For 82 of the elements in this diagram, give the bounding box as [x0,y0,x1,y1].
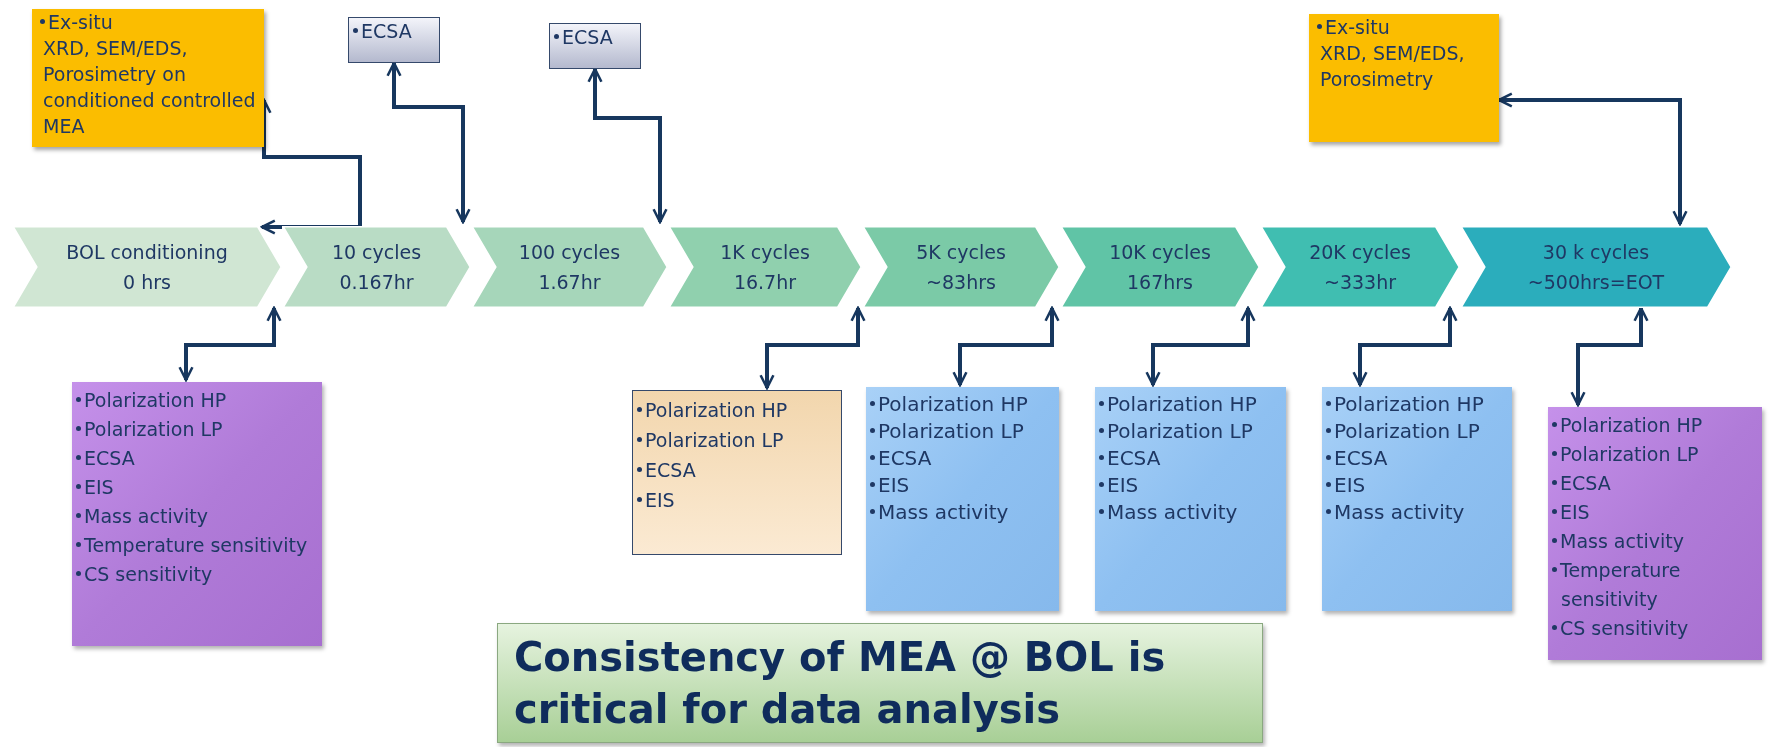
list-item: Mass activity [1099,499,1282,526]
list-item: EIS [1552,498,1758,527]
list-item: Mass activity [1326,499,1508,526]
list-item: ECSA [1099,445,1282,472]
list-item: Polarization HP [1326,391,1508,418]
list-item: Polarization LP [870,418,1055,445]
analysis-box [32,9,264,147]
list-item: EIS [1326,472,1508,499]
list-item: ECSA [353,18,435,44]
measurement-box [549,23,641,69]
stage-label: 0.167hr [339,270,414,295]
list-item: ECSA [554,24,636,50]
measurement-box [866,387,1059,611]
list-item: Polarization LP [1552,440,1758,469]
connector-arrow [1145,306,1256,387]
list-item: CS sensitivity [1552,614,1758,643]
stage-label: 10 cycles [331,240,422,265]
list-item: XRD, SEM/EDS, Porosimetry on conditioned controlled MEA [42,36,256,139]
list-item: ECSA [1326,445,1508,472]
stage-label: ~500hrs=EOT [1527,270,1665,295]
list-item: EIS [1099,472,1282,499]
list-item: Polarization HP [1099,391,1282,418]
timeline-stage [471,226,668,308]
stage-label: ~83hrs [926,270,996,295]
connector-arrow [178,306,282,382]
list-item: EIS [637,485,837,515]
stage-label: 10K cycles [1109,240,1211,265]
list-item: ECSA [870,445,1055,472]
stage-label: 100 cycles [518,240,621,265]
stage-label: BOL conditioning [66,240,228,265]
stage-label: 1.67hr [538,270,601,295]
measurement-box [72,382,322,646]
list-item: Polarization LP [1099,418,1282,445]
timeline-stage [1060,226,1260,308]
connector-arrow [759,306,866,390]
list-item: Ex-situ [1317,14,1491,40]
stage-label: 1K cycles [720,240,810,265]
list-item: CS sensitivity [76,560,318,589]
list-item: Polarization HP [870,391,1055,418]
connector-arrow [386,61,471,224]
list-item: XRD, SEM/EDS, Porosimetry [1319,41,1466,92]
list-item: ECSA [76,444,318,473]
stage-label: 30 k cycles [1542,240,1650,265]
list-item: Polarization HP [76,386,318,415]
measurement-box [1095,387,1286,611]
list-item: Mass activity [1552,527,1758,556]
note-text: Consistency of MEA @ BOL is critical for data analysis [514,633,1167,734]
analysis-box [1309,14,1499,142]
stage-label: 16.7hr [733,270,797,295]
list-item: Polarization LP [76,415,318,444]
timeline-stage [282,226,471,308]
list-item: Mass activity [870,499,1055,526]
list-item: EIS [870,472,1055,499]
timeline-stage [862,226,1060,308]
measurement-box [1548,407,1762,660]
list-item: Temperature sensitivity [76,531,318,560]
list-item: Ex-situ [40,9,256,35]
list-item: Mass activity [76,502,318,531]
connector-arrow [587,67,668,224]
timeline-stage [1260,226,1460,308]
stage-label: 5K cycles [916,240,1006,265]
note-box [497,623,1263,743]
list-item: Polarization HP [1552,411,1758,440]
measurement-box [632,390,842,555]
list-item: ECSA [637,455,837,485]
timeline-stage [12,226,282,308]
timeline-stage [1460,226,1732,308]
list-item: ECSA [1552,469,1758,498]
measurement-box [1322,387,1512,611]
connector-arrow [952,306,1060,387]
list-item: Polarization HP [637,395,837,425]
list-item: EIS [76,473,318,502]
list-item: Polarization LP [1326,418,1508,445]
connector-arrow [1352,306,1458,387]
stage-label: 0 hrs [123,270,171,295]
list-item: Polarization LP [637,425,837,455]
measurement-box [348,17,440,63]
stage-label: 20K cycles [1309,240,1411,265]
timeline-stage [668,226,862,308]
list-item: Temperature sensitivity [1552,556,1758,614]
stage-label: 167hrs [1127,270,1193,295]
stage-label: ~333hr [1323,270,1396,295]
